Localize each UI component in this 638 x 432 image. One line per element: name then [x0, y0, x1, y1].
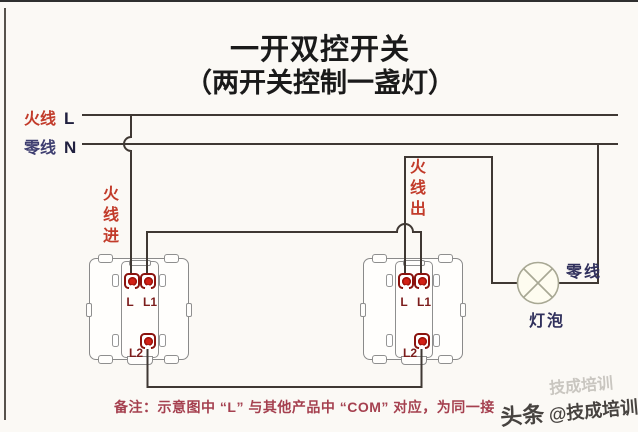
- switch-left: L L1 L2: [86, 254, 192, 365]
- screw-slot: [433, 274, 440, 287]
- mount-clip: [438, 254, 453, 263]
- page-subtitle: （两开关控制一盏灯）: [185, 68, 455, 98]
- terminal-l-icon: [398, 273, 414, 289]
- screw-slot: [112, 334, 119, 347]
- side-nub: [86, 303, 92, 317]
- terminal-l1-icon: [414, 273, 430, 289]
- terminal-label-l2: L2: [402, 346, 418, 360]
- mount-clip: [164, 355, 179, 364]
- mount-clip: [98, 355, 113, 364]
- screw-slot: [159, 274, 166, 287]
- terminal-label-l: L: [126, 295, 134, 309]
- terminal-l1-icon: [140, 273, 156, 289]
- lamp-label: 灯泡: [529, 313, 566, 330]
- module-tab-top: [403, 260, 425, 266]
- live-in-label: 火线进: [102, 186, 119, 245]
- mount-clip: [372, 254, 387, 263]
- side-nub: [460, 303, 466, 317]
- live-bus-label: 火线: [24, 111, 57, 128]
- terminal-label-l1: L1: [142, 295, 158, 309]
- screw-slot: [112, 274, 119, 287]
- neutral-bus-label-group: 零线 N: [24, 134, 76, 158]
- switch-right: L L1 L2: [360, 254, 466, 365]
- screw-slot: [386, 274, 393, 287]
- mount-clip: [98, 254, 113, 263]
- live-out-label: 火线出: [409, 159, 426, 218]
- live-bus-letter: L: [64, 109, 75, 128]
- screw-slot: [159, 334, 166, 347]
- terminal-label-l1: L1: [416, 295, 432, 309]
- live-bus-label-group: 火线 L: [24, 105, 74, 129]
- note-text: 备注：示意图中 “L” 与其他产品中 “COM” 对应，为同一接: [114, 399, 495, 415]
- neutral-right-label: 零线: [566, 264, 603, 281]
- side-nub: [360, 303, 366, 317]
- side-nub: [186, 303, 192, 317]
- photo-border-top: [0, 0, 638, 2]
- module-tab-top: [129, 260, 151, 266]
- page-title: 一开双控开关: [229, 34, 410, 66]
- watermark-handle: @技成培训: [547, 397, 638, 425]
- watermark: 头条 @技成培训: [499, 388, 638, 432]
- live-in-wire: [123, 115, 132, 281]
- photo-border-left: [4, 8, 6, 420]
- neutral-bus-letter: N: [64, 138, 77, 157]
- mount-clip: [372, 355, 387, 364]
- screw-slot: [386, 334, 393, 347]
- terminal-label-l: L: [400, 295, 408, 309]
- watermark-brand: 头条: [499, 401, 546, 430]
- mount-clip: [438, 355, 453, 364]
- neutral-bus-label: 零线: [24, 140, 57, 157]
- terminal-label-l2: L2: [128, 346, 144, 360]
- screw-slot: [433, 334, 440, 347]
- terminal-l-icon: [124, 273, 140, 289]
- lamp-icon: [516, 261, 560, 305]
- mount-clip: [164, 254, 179, 263]
